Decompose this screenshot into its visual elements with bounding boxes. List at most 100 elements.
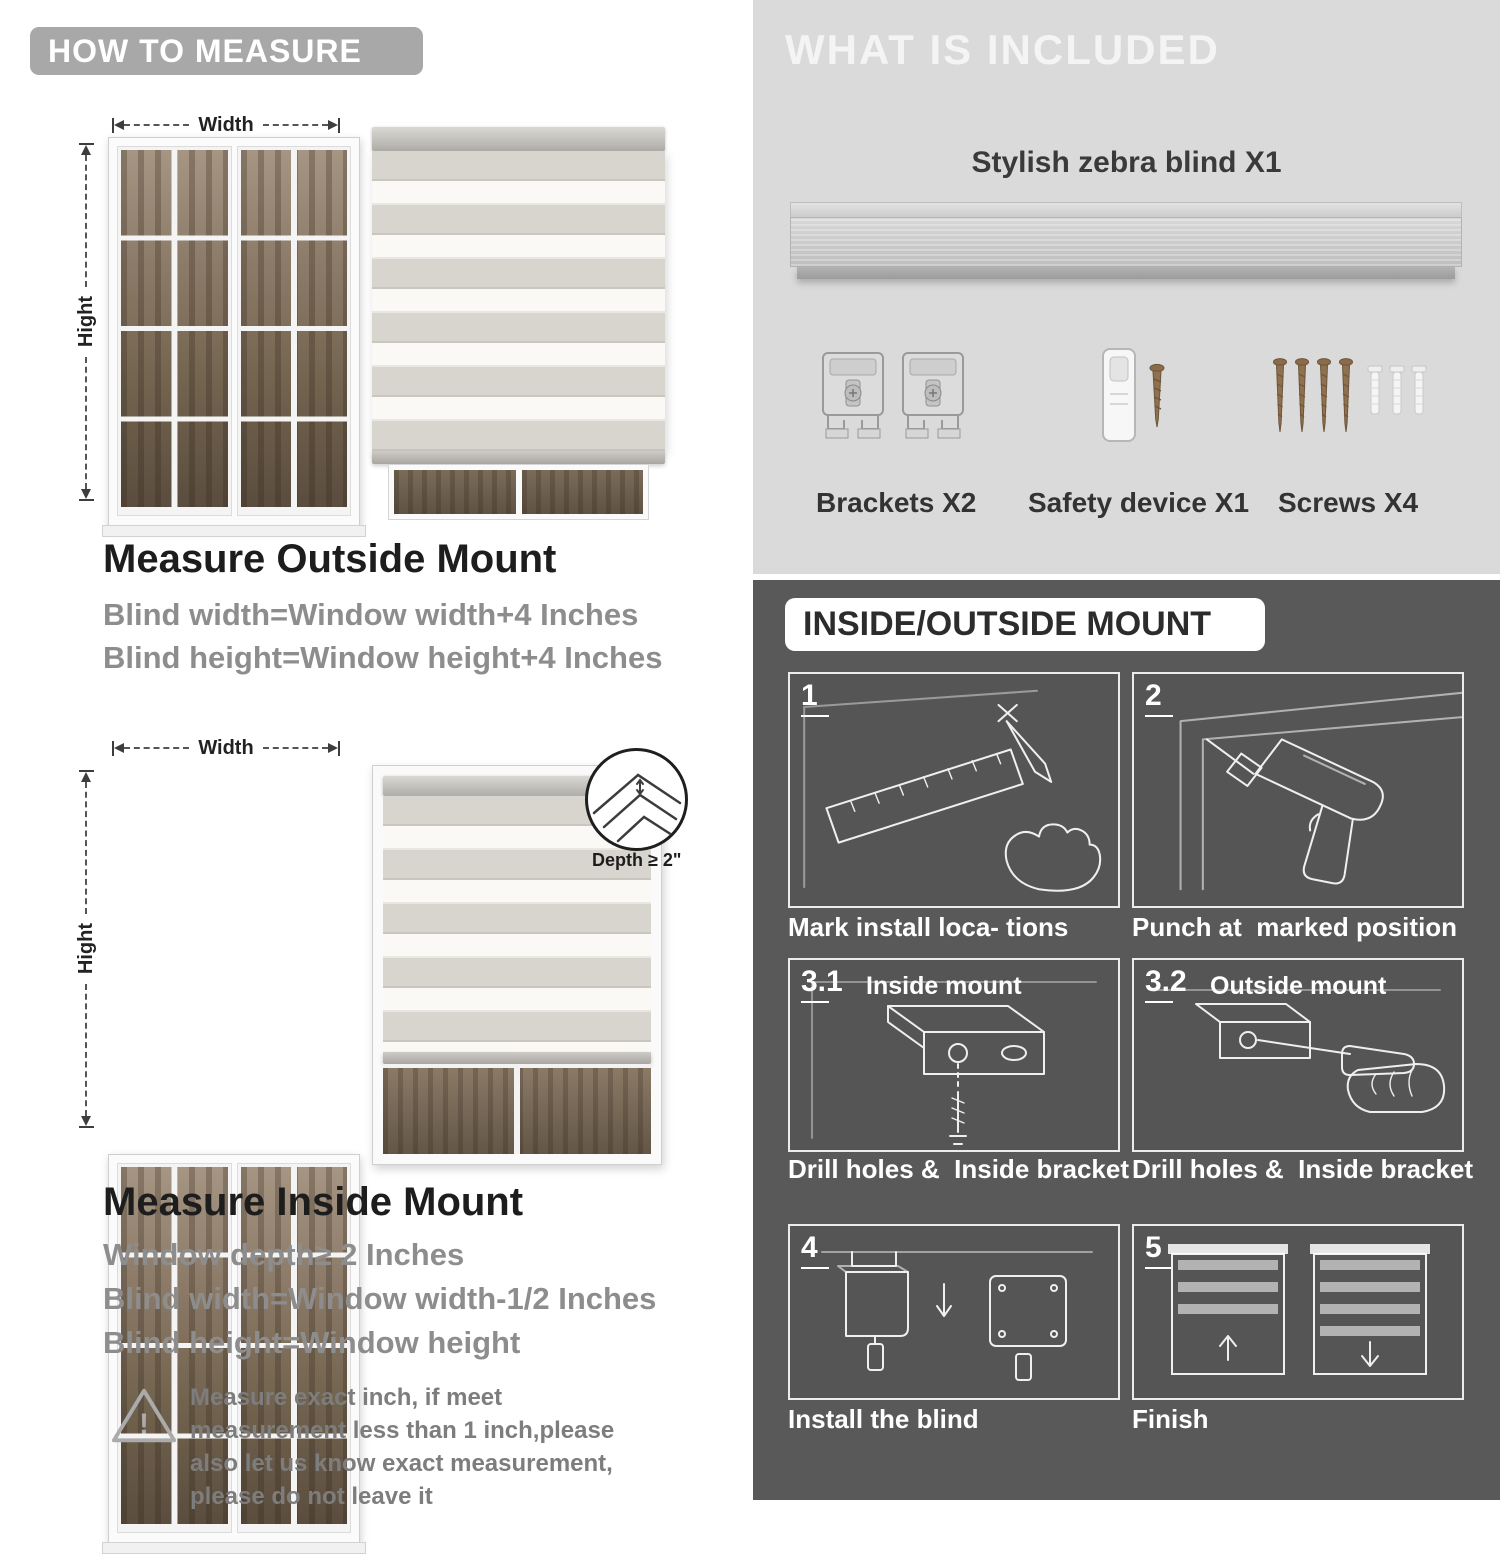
drill-illustration [1179, 691, 1462, 891]
brackets-label: Brackets X2 [816, 487, 977, 518]
arrow-tick [112, 117, 114, 133]
what-is-included-section [753, 0, 1500, 574]
what-is-included-header: WHAT IS INCLUDED [785, 26, 1220, 73]
blind-bottomrail [383, 1052, 651, 1064]
screws-label: Screws X4 [1278, 487, 1419, 518]
step-caption-5: Finish [1132, 1404, 1209, 1434]
arrow-dash [262, 747, 329, 749]
inside-mount-line-1: Window depth≥ 2 Inches [103, 1237, 465, 1272]
window-sash [117, 146, 232, 516]
warning-exclamation: ! [139, 1408, 149, 1440]
finish-illustration [1168, 1244, 1430, 1375]
inside-mount-tag: Inside mount [866, 972, 1022, 1000]
depth-callout-label: Depth ≥ 2" [592, 850, 682, 870]
mount-instructions-section [753, 580, 1500, 1500]
step-panel-2: 2 [1132, 672, 1464, 908]
install-blind-illustration [821, 1251, 1093, 1381]
step-caption-2: Punch at marked position [1132, 912, 1458, 942]
window-sash [236, 146, 351, 516]
window-under-blind [383, 1064, 651, 1154]
arrow-head-up-icon [81, 772, 91, 782]
step-caption-1: Mark install loca- tions [788, 912, 1069, 942]
inside-mount-line-3: Blind height=Window height [103, 1325, 521, 1360]
arrow-dash [85, 983, 87, 1116]
step-caption-4: Install the blind [788, 1404, 979, 1434]
step-number: 3.1 [801, 967, 843, 1003]
width-label: Width [198, 113, 254, 136]
bracket-icon [900, 350, 966, 447]
warning-triangle-icon: ! [110, 1385, 178, 1447]
blind-fabric [372, 151, 665, 451]
blind-headrail [383, 776, 651, 796]
window-pane [394, 470, 516, 514]
headrail-face [790, 217, 1462, 267]
arrow-dash [85, 155, 87, 288]
outside-mount-tag: Outside mount [1210, 972, 1387, 1000]
arrow-head-left-icon [114, 120, 124, 130]
step-number: 4 [801, 1233, 829, 1269]
headrail-top-edge [790, 202, 1462, 217]
arrow-head-down-icon [81, 489, 91, 499]
outside-mount-title: Measure Outside Mount [103, 537, 557, 581]
height-label: Hight [74, 296, 97, 348]
step-number: 3.2 [1145, 967, 1187, 1003]
arrow-head-right-icon [328, 120, 339, 130]
depth-detail-circle [585, 748, 688, 851]
mount-section-header: INSIDE/OUTSIDE MOUNT [785, 598, 1265, 651]
window-illustration-outside [102, 137, 366, 537]
step-panel-5: 5 [1132, 1224, 1464, 1400]
width-label: Width [198, 736, 254, 759]
blind-headrail [372, 127, 665, 151]
inside-mount-title: Measure Inside Mount [103, 1180, 524, 1224]
step-number: 1 [801, 681, 829, 717]
arrow-dash [85, 356, 87, 489]
arrow-tick [338, 117, 341, 133]
headrail-bottom-lip [797, 267, 1455, 279]
zebra-blind-inside-illustration [372, 765, 662, 1165]
inside-mount-line-2: Blind width=Window width-1/2 Inches [103, 1281, 657, 1316]
arrow-tick [338, 740, 341, 756]
arrow-head-down-icon [81, 1116, 91, 1126]
arrow-tick [78, 143, 94, 145]
window-pane [521, 470, 643, 514]
zebra-blind-product-label: Stylish zebra blind X1 [971, 146, 1282, 179]
width-arrow-outside: Width [112, 114, 341, 136]
window-sash [236, 1163, 351, 1533]
arrow-tick [78, 1126, 94, 1128]
window-under-blind [388, 464, 649, 520]
arrow-head-right-icon [328, 743, 339, 753]
zebra-blind-outside-illustration [372, 127, 665, 520]
arrow-dash [124, 747, 190, 749]
bracket-icon [820, 350, 886, 447]
step-number: 2 [1145, 681, 1173, 717]
step-caption-3-1: Drill holes & Inside bracket [788, 1154, 1129, 1184]
zebra-blind-product-image [790, 202, 1462, 279]
arrow-tick [78, 770, 94, 772]
safety-device-icon [1095, 346, 1185, 449]
outside-mount-line-1: Blind width=Window width+4 Inches [103, 597, 639, 632]
arrow-dash [262, 124, 329, 126]
arrow-dash [124, 124, 190, 126]
step-panel-3-2: 3.2 Outside mount [1132, 958, 1464, 1152]
mark-locations-illustration [803, 689, 1102, 892]
safety-device-label: Safety device X1 [1028, 487, 1250, 518]
step-number: 5 [1145, 1233, 1173, 1269]
step-panel-4: 4 [788, 1224, 1120, 1400]
arrow-tick [78, 499, 94, 501]
height-arrow-inside: Hight [75, 770, 97, 1128]
outside-mount-line-2: Blind height=Window height+4 Inches [103, 640, 663, 675]
inside-bracket-illustration [811, 981, 1097, 1145]
arrow-head-up-icon [81, 145, 91, 155]
measurement-warning-text: Measure exact inch, if meet measurement … [190, 1384, 615, 1511]
step-caption-3-2: Drill holes & Inside bracket [1132, 1154, 1473, 1184]
step-panel-1: 1 [788, 672, 1120, 908]
arrow-head-left-icon [114, 743, 124, 753]
height-label: Hight [74, 923, 97, 975]
how-to-measure-header: HOW TO MEASURE [30, 27, 423, 75]
step-panel-3-1: 3.1 Inside mount [788, 958, 1120, 1152]
arrow-tick [112, 740, 114, 756]
screws-icon [1268, 352, 1430, 449]
height-arrow-outside: Hight [75, 143, 97, 501]
outside-bracket-illustration [1151, 989, 1446, 1113]
arrow-dash [85, 782, 87, 915]
